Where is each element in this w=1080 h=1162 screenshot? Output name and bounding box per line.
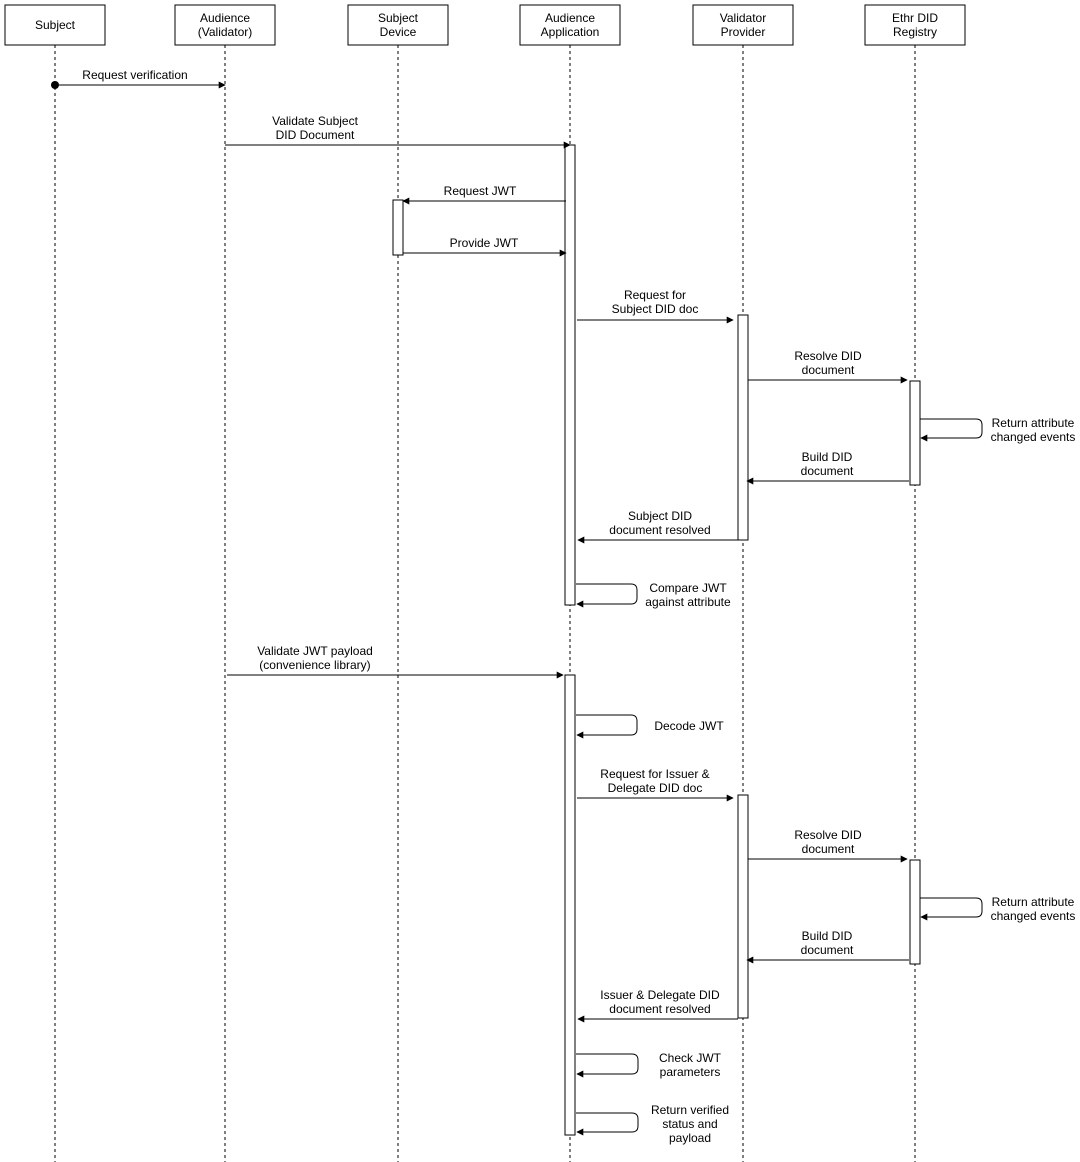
activation-bar-registry [909, 380, 921, 486]
message-label: changed events [991, 909, 1076, 923]
message-label: status and [662, 1117, 717, 1131]
activation-bar-provider [737, 794, 749, 1019]
message-request-jwt: Request JWT [402, 184, 566, 205]
self-message-arrow [576, 1112, 639, 1136]
message-label: Subject DID doc [612, 302, 699, 316]
lifelines [54, 45, 916, 1162]
message-label: changed events [991, 430, 1076, 444]
message-label: Validate Subject [272, 114, 359, 128]
message-validate-jwt-payload: Validate JWT payload(convenience library… [227, 644, 564, 679]
participant-label: Registry [893, 25, 937, 39]
participant-box [864, 4, 966, 46]
message-label: payload [669, 1131, 711, 1145]
self-message-arrow [920, 897, 983, 921]
participant-label: Device [380, 25, 417, 39]
message-label: Delegate DID doc [608, 781, 703, 795]
activation-bars [392, 144, 921, 1136]
message-label: Return attribute [992, 416, 1075, 430]
message-label: Build DID [802, 929, 853, 943]
participant-label: Validator [720, 11, 766, 25]
message-label: Resolve DID [794, 349, 862, 363]
message-label: DID Document [276, 128, 355, 142]
participant-subject: Subject [4, 4, 106, 46]
message-label: Request for [624, 288, 686, 302]
activation-bar-app [564, 144, 576, 606]
self-message-arrow [920, 418, 983, 442]
message-request-issuer-delegate-did: Request for Issuer &Delegate DID doc [577, 767, 734, 802]
message-start-dot [51, 81, 59, 89]
participant-label: Audience [200, 11, 250, 25]
message-label: document [801, 943, 854, 957]
participant-box [692, 4, 794, 46]
participant-label: Audience [545, 11, 595, 25]
message-label: parameters [660, 1065, 721, 1079]
message-label: Return verified [651, 1103, 729, 1117]
participant-label: Application [541, 25, 600, 39]
activation-bar-app [564, 674, 576, 1136]
participant-box [347, 4, 449, 46]
message-label: Request JWT [444, 184, 517, 198]
message-label: (convenience library) [259, 658, 370, 672]
participant-box [174, 4, 276, 46]
self-message-arrow [576, 583, 638, 608]
message-label: Compare JWT [649, 581, 727, 595]
message-label: Request verification [82, 68, 187, 82]
message-label: against attribute [645, 595, 731, 609]
participant-label: Provider [721, 25, 766, 39]
message-label: document resolved [609, 1002, 710, 1016]
participant-label: Subject [35, 18, 76, 32]
message-label: Resolve DID [794, 828, 862, 842]
participant-label: Subject [378, 11, 419, 25]
message-label: document [801, 464, 854, 478]
message-label: Provide JWT [450, 236, 519, 250]
participant-label: Ethr DID [892, 11, 938, 25]
message-label: Request for Issuer & [600, 767, 709, 781]
message-label: Subject DID [628, 509, 692, 523]
message-label: Check JWT [659, 1051, 722, 1065]
participant-box [4, 4, 106, 46]
activation-bar-provider [737, 314, 749, 541]
message-label: Decode JWT [654, 719, 724, 733]
message-label: document [802, 363, 855, 377]
self-message-arrow [576, 714, 638, 739]
participant-box [519, 4, 621, 46]
participant-label: (Validator) [198, 25, 252, 39]
activation-bar-device [392, 199, 404, 256]
message-label: document [802, 842, 855, 856]
message-provide-jwt: Provide JWT [403, 236, 567, 257]
activation-bar-registry [909, 859, 921, 965]
participant-audience: Audience(Validator) [174, 4, 276, 46]
message-decode-jwt: Decode JWT [576, 714, 724, 739]
message-request-verification: Request verification [51, 68, 226, 89]
message-label: document resolved [609, 523, 710, 537]
message-label: Return attribute [992, 895, 1075, 909]
message-label: Issuer & Delegate DID [600, 988, 720, 1002]
message-label: Validate JWT payload [257, 644, 373, 658]
self-message-arrow [576, 1053, 639, 1078]
message-label: Build DID [802, 450, 853, 464]
